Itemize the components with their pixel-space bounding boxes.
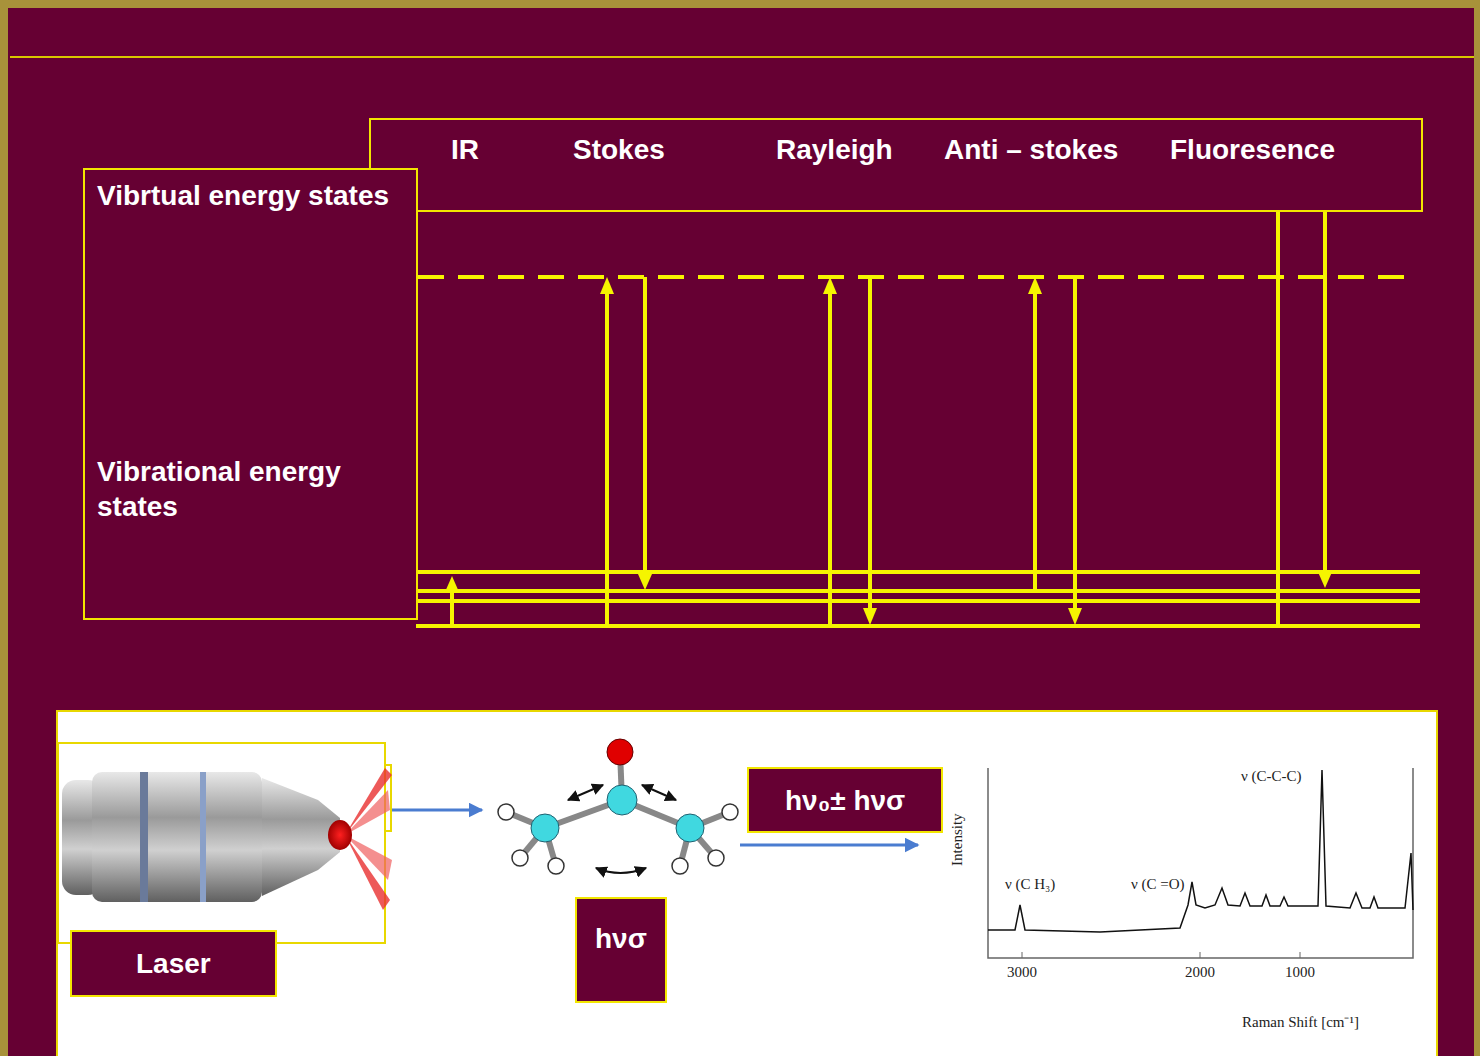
- level-label-box: Vibrtual energy statesVibrational energy…: [83, 168, 418, 620]
- node-text: Laser: [136, 946, 211, 981]
- node-text: hν₀± hνσ: [785, 783, 905, 818]
- white-panel: [57, 711, 1437, 1056]
- energy-levels: [416, 277, 1420, 626]
- title-rule: [10, 56, 1474, 58]
- axis-title: Intensity: [949, 812, 966, 867]
- node-text: Rayleigh: [776, 132, 893, 167]
- tick-label: 3000: [1006, 964, 1038, 981]
- beam-arrow: [392, 809, 482, 812]
- vibration-energy-box: hνσ: [575, 897, 667, 1003]
- acetone-molecule: [498, 739, 738, 874]
- laser-label-box: Laser: [70, 930, 277, 997]
- peak-label: ν (C H₃): [1004, 876, 1056, 893]
- tick-label: 1000: [1284, 964, 1316, 981]
- node-text: Anti – stokes: [944, 132, 1118, 167]
- header-box: IR Stokes Rayleigh Anti – stokes Fluoresence: [369, 118, 1423, 212]
- scattered-energy-box: hν₀± hνσ: [747, 767, 943, 833]
- tick-label: 2000: [1184, 964, 1216, 981]
- scatter-arrow: [740, 844, 918, 847]
- node-text: Stokes: [573, 132, 665, 167]
- peak-label: ν (C =O): [1130, 876, 1186, 893]
- laser-objective: [62, 768, 392, 910]
- axis-title: Raman Shift [cm⁻¹]: [1241, 1014, 1360, 1031]
- arrow-heads: [445, 277, 1332, 625]
- node-text: Vibrtual energy states: [97, 178, 402, 213]
- laser-frame: [58, 743, 385, 943]
- transition-arrows: [452, 212, 1325, 626]
- raman-spectrum: [988, 768, 1413, 958]
- node-text: Fluoresence: [1170, 132, 1335, 167]
- peak-label: ν (C-C-C): [1240, 768, 1303, 785]
- node-text: hνσ: [595, 921, 647, 956]
- node-text: IR: [451, 132, 479, 167]
- node-text: Vibrational energy states: [97, 454, 402, 524]
